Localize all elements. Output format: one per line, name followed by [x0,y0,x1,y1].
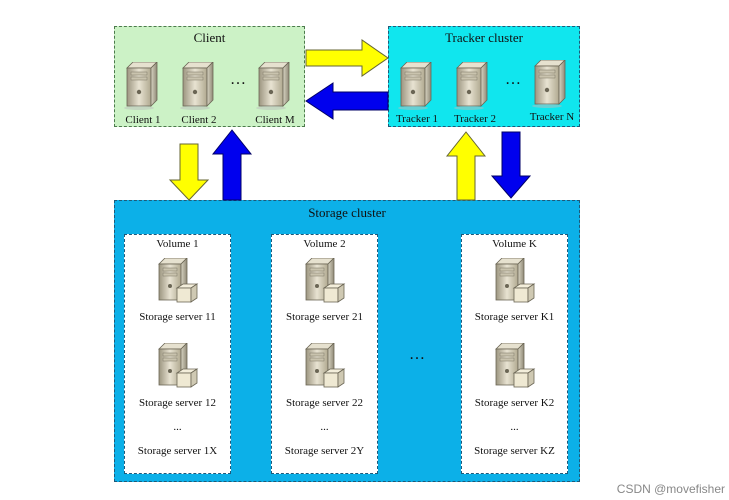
storage-server-12-label: Storage server 12 [139,397,216,409]
volume-k: Volume K Storage server K1 Storage serve… [461,234,568,474]
client-to-tracker-arrow [305,39,389,77]
client-1-label: Client 1 [125,114,161,126]
tracker-cluster: Tracker cluster Tracker 1 Tracker 2 … Tr… [388,26,580,127]
storage-server-1x-label: Storage server 1X [137,445,218,457]
volume-k-title: Volume K [492,238,537,250]
volume-k-ellipsis: ... [510,421,519,433]
client-ellipsis: … [230,71,247,88]
tracker-cluster-title: Tracker cluster [445,30,523,45]
volume-1-ellipsis: ... [173,421,182,433]
storage-server-k1-label: Storage server K1 [474,311,555,323]
client-to-storage-arrow [168,143,210,201]
tracker-1-label: Tracker 1 [395,113,439,125]
storage-cluster-title: Storage cluster [308,205,386,220]
storage-server-k2-label: Storage server K2 [474,397,555,409]
watermark: CSDN @movefisher [616,482,725,496]
volume-2: Volume 2 Storage server 21 Storage serve… [271,234,378,474]
volume-2-title: Volume 2 [303,238,346,250]
client-2-label: Client 2 [181,114,217,126]
client-m-label: Client M [255,114,295,126]
volume-1: Volume 1 Storage server 11 Storage serve… [124,234,231,474]
storage-to-client-arrow [211,129,253,201]
client-cluster: Client Client 1 Client 2 … Client M [114,26,305,127]
storage-server-kz-label: Storage server KZ [474,445,555,457]
storage-server-21-label: Storage server 21 [286,311,363,323]
volume-1-title: Volume 1 [156,238,199,250]
tracker-to-storage-arrow [490,131,532,199]
tracker-2-label: Tracker 2 [453,113,497,125]
storage-server-11-label: Storage server 11 [139,311,216,323]
storage-to-tracker-arrow [445,131,487,201]
client-cluster-title: Client [193,30,226,45]
storage-ellipsis: … [409,346,426,363]
storage-server-2y-label: Storage server 2Y [284,445,365,457]
storage-cluster: Storage cluster Volume 1 Storage server … [114,200,580,482]
volume-2-ellipsis: ... [320,421,329,433]
storage-server-22-label: Storage server 22 [286,397,363,409]
tracker-ellipsis: … [505,71,522,88]
tracker-to-client-arrow [305,82,389,120]
tracker-n-label: Tracker N [529,111,575,123]
